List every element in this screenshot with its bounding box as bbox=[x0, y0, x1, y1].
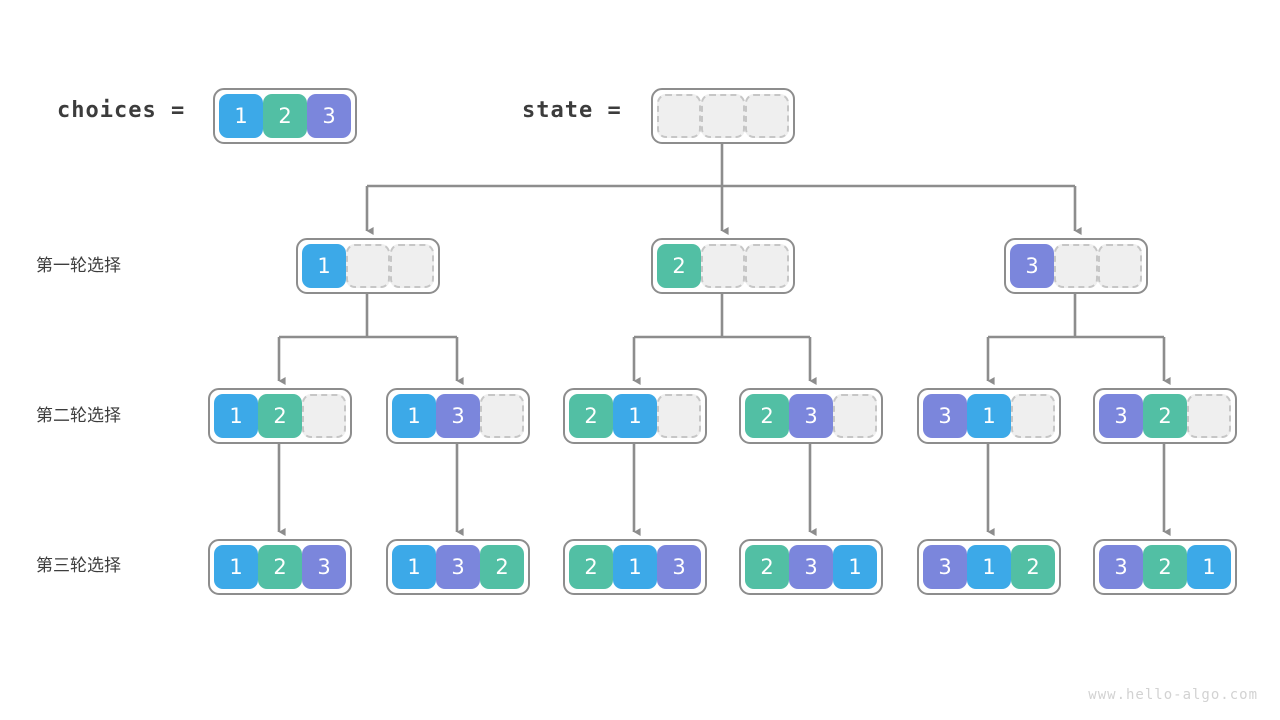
row-label-round-2: 第二轮选择 bbox=[36, 406, 121, 425]
level1-node-3: 3 bbox=[1004, 238, 1148, 294]
array-cell-empty bbox=[1187, 394, 1231, 438]
array-cell-filled: 2 bbox=[657, 244, 701, 288]
array-cell-filled: 1 bbox=[214, 545, 258, 589]
array-cell-filled: 3 bbox=[923, 545, 967, 589]
row-label-round-1: 第一轮选择 bbox=[36, 256, 121, 275]
array-cell-empty bbox=[657, 394, 701, 438]
array-cell-empty bbox=[302, 394, 346, 438]
array-cell-empty bbox=[480, 394, 524, 438]
level1-node-1: 1 bbox=[296, 238, 440, 294]
array-cell-empty bbox=[701, 244, 745, 288]
state-label: state = bbox=[522, 98, 622, 123]
array-cell-empty bbox=[1011, 394, 1055, 438]
array-cell-filled: 1 bbox=[302, 244, 346, 288]
array-cell-filled: 3 bbox=[1010, 244, 1054, 288]
array-cell-filled: 2 bbox=[258, 394, 302, 438]
array-cell-empty bbox=[701, 94, 745, 138]
array-cell-empty bbox=[1054, 244, 1098, 288]
array-cell-filled: 1 bbox=[392, 545, 436, 589]
array-cell-filled: 2 bbox=[1011, 545, 1055, 589]
array-cell-filled: 2 bbox=[569, 545, 613, 589]
array-cell-filled: 3 bbox=[789, 545, 833, 589]
array-cell-filled: 3 bbox=[302, 545, 346, 589]
array-cell-filled: 1 bbox=[214, 394, 258, 438]
array-cell-filled: 2 bbox=[263, 94, 307, 138]
row-label-round-3: 第三轮选择 bbox=[36, 556, 121, 575]
choices-label: choices = bbox=[57, 98, 186, 123]
array-cell-empty bbox=[833, 394, 877, 438]
array-cell-filled: 1 bbox=[613, 394, 657, 438]
array-cell-filled: 2 bbox=[1143, 394, 1187, 438]
array-cell-filled: 1 bbox=[967, 394, 1011, 438]
array-cell-filled: 3 bbox=[436, 394, 480, 438]
array-cell-filled: 2 bbox=[480, 545, 524, 589]
array-cell-filled: 2 bbox=[745, 394, 789, 438]
array-cell-empty bbox=[657, 94, 701, 138]
array-cell-filled: 1 bbox=[967, 545, 1011, 589]
array-cell-filled: 3 bbox=[657, 545, 701, 589]
array-cell-filled: 2 bbox=[569, 394, 613, 438]
array-cell-empty bbox=[745, 94, 789, 138]
state-array bbox=[651, 88, 795, 144]
array-cell-filled: 3 bbox=[789, 394, 833, 438]
array-cell-empty bbox=[390, 244, 434, 288]
array-cell-filled: 2 bbox=[1143, 545, 1187, 589]
array-cell-filled: 3 bbox=[923, 394, 967, 438]
array-cell-filled: 1 bbox=[392, 394, 436, 438]
array-cell-filled: 2 bbox=[745, 545, 789, 589]
array-cell-filled: 1 bbox=[833, 545, 877, 589]
array-cell-filled: 2 bbox=[258, 545, 302, 589]
array-cell-empty bbox=[745, 244, 789, 288]
array-cell-filled: 1 bbox=[219, 94, 263, 138]
array-cell-filled: 1 bbox=[613, 545, 657, 589]
level1-node-2: 2 bbox=[651, 238, 795, 294]
array-cell-filled: 1 bbox=[1187, 545, 1231, 589]
array-cell-filled: 3 bbox=[1099, 545, 1143, 589]
site-watermark: www.hello-algo.com bbox=[1088, 687, 1258, 703]
array-cell-filled: 3 bbox=[1099, 394, 1143, 438]
array-cell-filled: 3 bbox=[436, 545, 480, 589]
array-cell-empty bbox=[1098, 244, 1142, 288]
array-cell-empty bbox=[346, 244, 390, 288]
array-cell-filled: 3 bbox=[307, 94, 351, 138]
